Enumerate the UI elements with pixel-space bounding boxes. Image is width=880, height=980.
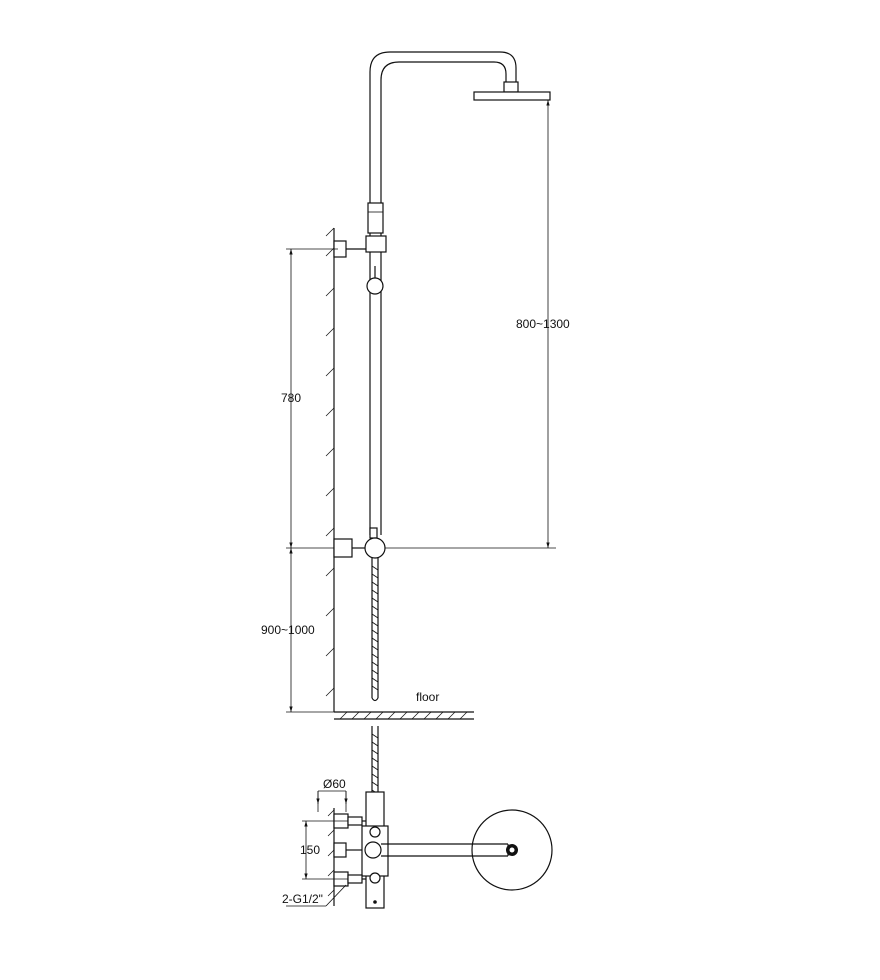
dimension-780: [286, 248, 338, 549]
dimension-diameter-60: [316, 790, 348, 812]
hose: [371, 558, 379, 702]
upper-collar: [367, 202, 384, 234]
dimension-800-1300-label: 800~1300: [516, 317, 570, 331]
mixer-valve-body: [361, 791, 389, 909]
wall: [325, 227, 335, 712]
plan-shower-head: [471, 809, 553, 891]
dimension-780-label: 780: [281, 391, 301, 405]
dimension-800-1300: [385, 100, 556, 549]
inlet-thread-leader: [286, 884, 347, 907]
dimension-150-label: 150: [300, 843, 320, 857]
dimension-diameter-60-label: Ø60: [323, 777, 346, 791]
wall-hatching: [325, 227, 335, 697]
floor-hatching: [339, 711, 468, 720]
lower-diverter: [333, 527, 386, 559]
riser-pipe: [369, 51, 517, 535]
dimension-150: [302, 820, 348, 880]
plan-shower-arm: [381, 843, 509, 857]
inlet-thread-label: 2-G1/2": [282, 892, 323, 906]
middle-bracket: [333, 842, 362, 858]
rain-shower-head: [473, 81, 551, 101]
upper-wall-bracket: [333, 235, 387, 258]
dimension-900-1000-label: 900~1000: [261, 623, 315, 637]
floor: [334, 711, 474, 720]
plan-wall: [327, 808, 335, 906]
dimension-900-1000: [286, 548, 334, 713]
floor-label: floor: [416, 690, 439, 704]
hand-shower-holder: [366, 266, 384, 295]
